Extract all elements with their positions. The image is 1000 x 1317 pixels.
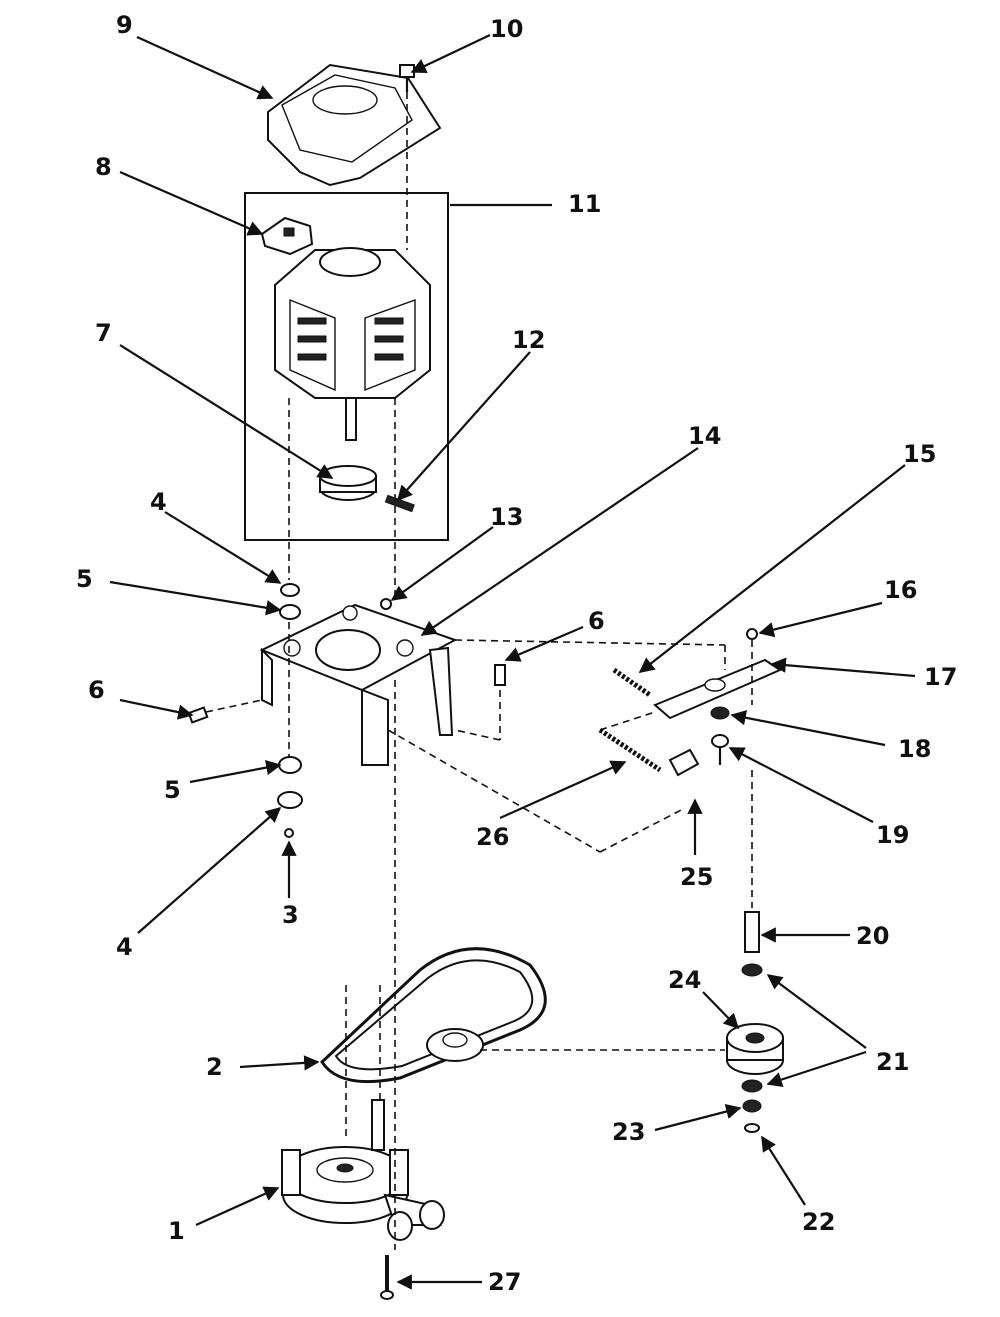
part-7-pulley (319, 465, 377, 501)
part-16-nut (746, 628, 758, 640)
callout-5b: 5 (164, 776, 181, 804)
callout-27: 27 (488, 1268, 521, 1296)
parts-5-4-3-lower-grommets (277, 756, 303, 838)
part-18-washer (710, 706, 730, 720)
part-1-pump (281, 1099, 445, 1241)
callout-20: 20 (856, 922, 889, 950)
callout-8: 8 (95, 153, 112, 181)
callout-7: 7 (95, 319, 112, 347)
callout-labels: 9 10 8 11 7 12 14 15 4 13 5 16 6 17 6 18… (76, 11, 957, 1296)
part-6-screw-right (494, 664, 506, 686)
callout-23: 23 (612, 1118, 645, 1146)
part-22-clip-ring (744, 1123, 760, 1133)
callout-11: 11 (568, 190, 601, 218)
leader-arrows (109, 34, 916, 1290)
part-11-motor-assembly-box (244, 192, 449, 541)
callout-21: 21 (876, 1048, 909, 1076)
parts-4-5-upper-grommets (279, 583, 301, 620)
part-2-drive-belt (320, 947, 547, 1084)
callout-25: 25 (680, 863, 713, 891)
part-25-clip (668, 748, 700, 777)
callout-13: 13 (490, 503, 523, 531)
callout-9: 9 (116, 11, 133, 39)
part-20-shaft (744, 911, 760, 953)
callout-4b: 4 (116, 933, 133, 961)
callout-24: 24 (668, 966, 701, 994)
callout-18: 18 (898, 735, 931, 763)
part-27-screw (380, 1255, 394, 1300)
alignment-lines (205, 92, 753, 1250)
motor-mount-bracket (259, 603, 458, 766)
part-21-washer-top (741, 963, 763, 977)
part-9-motor-cover (267, 63, 442, 187)
part-21-washer-bottom (741, 1079, 763, 1093)
part-13-washer (380, 598, 392, 610)
callout-14: 14 (688, 422, 721, 450)
part-24-idler-pulley (726, 1023, 784, 1075)
callout-15: 15 (903, 440, 936, 468)
callout-5a: 5 (76, 565, 93, 593)
part-8-switch (260, 216, 314, 256)
callout-17: 17 (924, 663, 957, 691)
callout-10: 10 (490, 15, 523, 43)
part-15-spring (612, 667, 652, 698)
callout-4a: 4 (150, 488, 167, 516)
callout-19: 19 (876, 821, 909, 849)
callout-26: 26 (476, 823, 509, 851)
callout-2: 2 (206, 1053, 223, 1081)
motor-body (274, 247, 431, 441)
part-26-spring (598, 727, 662, 773)
callout-6b: 6 (88, 676, 105, 704)
callout-1: 1 (168, 1217, 185, 1245)
callout-12: 12 (512, 326, 545, 354)
part-23-washer (742, 1099, 762, 1113)
callout-16: 16 (884, 576, 917, 604)
part-19-bolt (711, 734, 729, 765)
callout-3: 3 (282, 901, 299, 929)
callout-22: 22 (802, 1208, 835, 1236)
callout-6a: 6 (588, 607, 605, 635)
